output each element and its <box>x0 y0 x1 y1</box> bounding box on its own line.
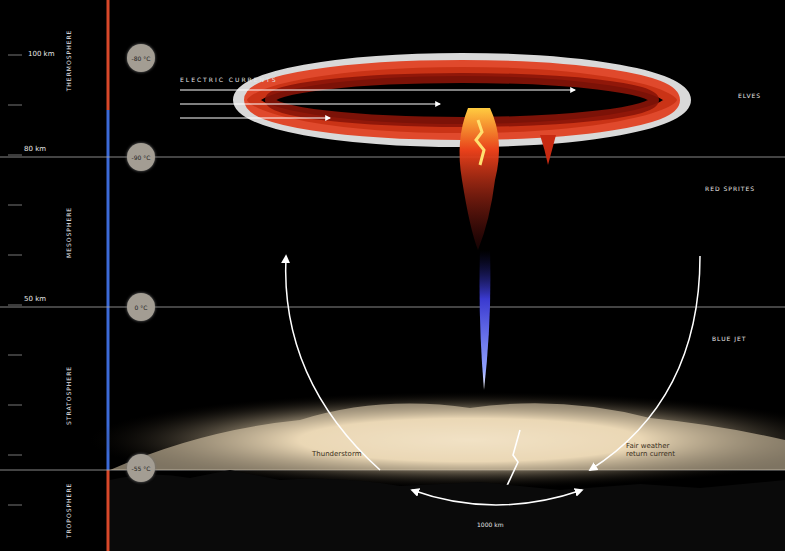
current-arrow <box>412 490 582 505</box>
red-sprite <box>460 108 499 250</box>
red-sprite <box>540 135 556 165</box>
altitude-label: 50 km <box>24 295 46 303</box>
temperature-value: -90 °C <box>132 154 151 161</box>
phenomenon-label: RED SPRITES <box>705 186 755 193</box>
temperature-value: -80 °C <box>132 55 151 62</box>
elves-ring <box>252 68 672 132</box>
temperature-value: 0 °C <box>135 304 148 311</box>
current-arrow <box>590 256 700 470</box>
cloud-top <box>110 403 785 470</box>
layer-name: MESOSPHERE <box>67 206 74 257</box>
temperature-circle: -90 °C <box>127 143 155 171</box>
cloud-label: Thunderstorm <box>312 450 361 458</box>
temperature-circle: 0 °C <box>127 293 155 321</box>
red-sprite <box>476 120 484 165</box>
elves-ring <box>270 78 654 122</box>
temperature-line <box>107 0 110 110</box>
temperature-circle: -80 °C <box>127 44 155 72</box>
altitude-label: 80 km <box>24 145 46 153</box>
distance-label: 1000 km <box>477 522 504 529</box>
cloud-label: Fair weather return current <box>626 442 688 458</box>
electric-current-arrow <box>180 90 575 118</box>
altitude-label: 100 km <box>28 50 54 58</box>
treeline <box>110 470 785 551</box>
layer-name: STRATOSPHERE <box>67 365 74 424</box>
axis-ticks <box>8 55 22 505</box>
current-label: ELECTRIC CURRENTS <box>180 77 278 84</box>
layer-name: THERMOSPHERE <box>67 29 74 91</box>
temperature-circle: -55 °C <box>127 454 155 482</box>
phenomenon-label: ELVES <box>738 93 761 100</box>
thunderstorm-cloud <box>90 392 785 488</box>
current-arrow <box>286 256 380 470</box>
temperature-line <box>107 110 110 470</box>
temperature-line <box>107 470 110 551</box>
blue-jet <box>480 250 491 390</box>
temperature-value: -55 °C <box>132 465 151 472</box>
layer-name: TROPOSPHERE <box>67 482 74 538</box>
phenomenon-label: BLUE JET <box>712 336 746 343</box>
